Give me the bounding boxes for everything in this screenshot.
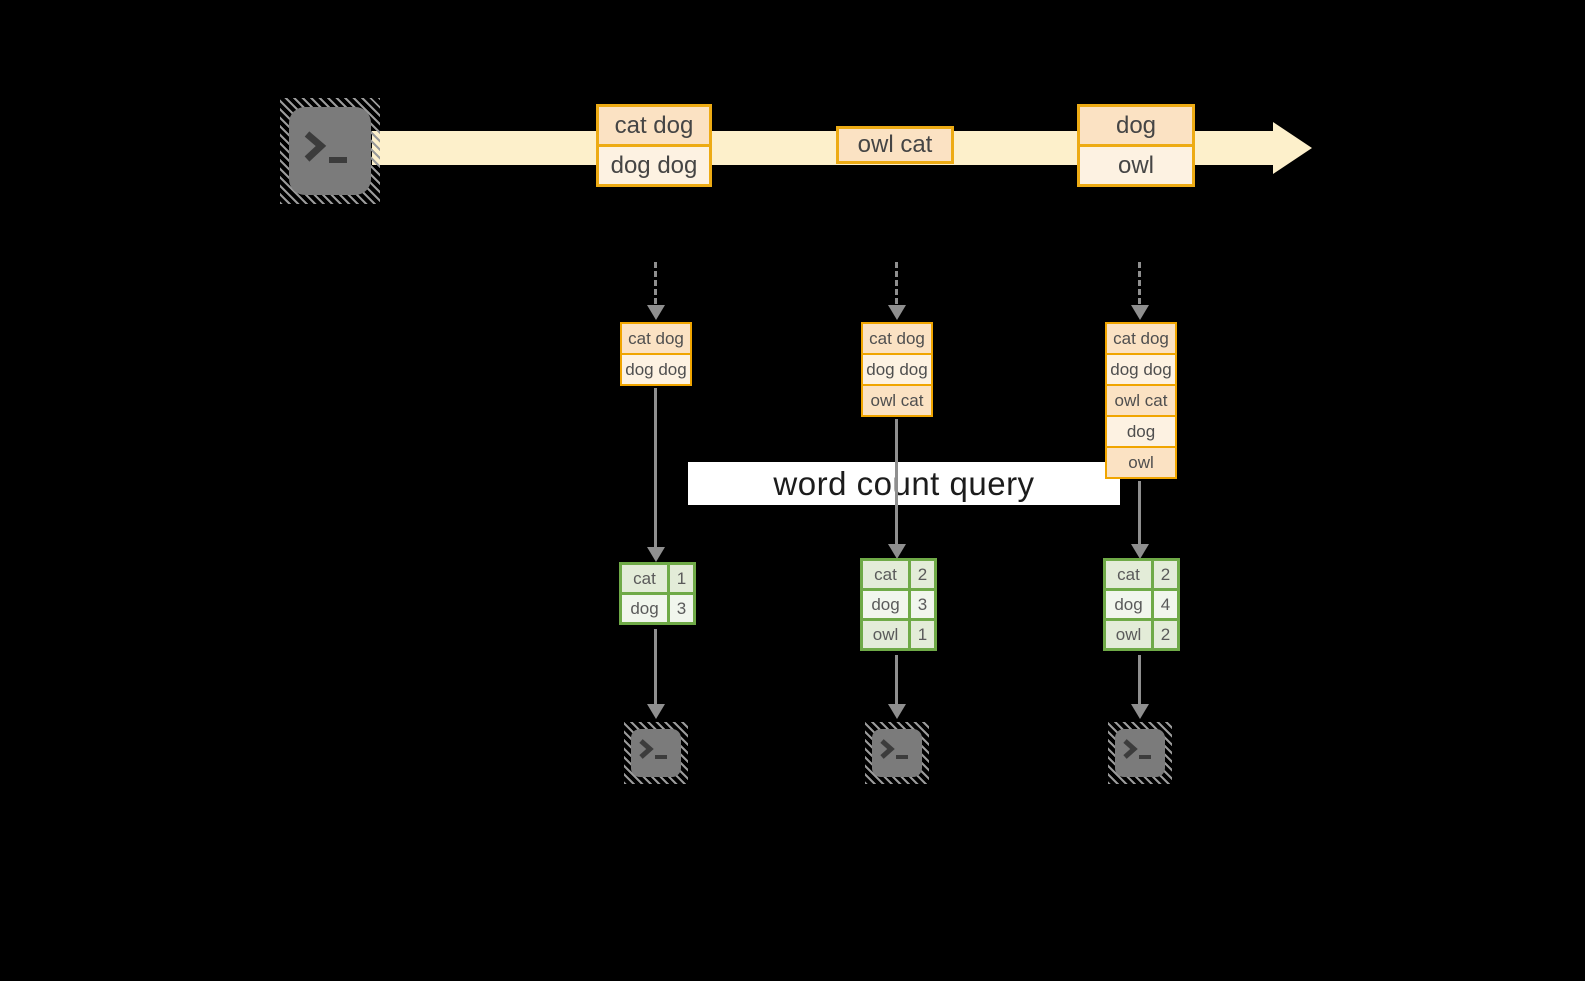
table-count-cell: 1: [670, 565, 693, 592]
dashed-down-arrow: [895, 262, 898, 304]
dashed-down-arrow: [654, 262, 657, 304]
terminal-body: [872, 729, 922, 777]
down-arrow: [895, 419, 898, 545]
event-row: owl cat: [839, 129, 951, 161]
stack-row: cat dog: [622, 324, 690, 353]
query-banner-label: word count query: [773, 464, 1035, 502]
dashed-down-arrow: [1138, 262, 1141, 304]
stack-row: owl: [1107, 448, 1175, 477]
table-word-cell: dog: [1106, 591, 1151, 618]
event-box-3: dog owl: [1077, 104, 1195, 187]
table-word-cell: cat: [1106, 561, 1151, 588]
table-word-cell: cat: [622, 565, 667, 592]
terminal-body: [1115, 729, 1165, 777]
table-word-cell: owl: [1106, 621, 1151, 648]
arrowhead-icon: [647, 547, 665, 562]
sink-terminal-icon-1: [624, 722, 688, 784]
table-count-cell: 2: [1154, 621, 1177, 648]
down-arrow: [654, 388, 657, 548]
terminal-body: [289, 107, 371, 195]
event-box-2: owl cat: [836, 126, 954, 164]
down-arrow: [1138, 481, 1141, 545]
table-word-cell: cat: [863, 561, 908, 588]
terminal-prompt-icon: [304, 131, 347, 163]
source-terminal-icon: [280, 98, 380, 204]
arrowhead-icon: [888, 305, 906, 320]
down-arrow: [654, 629, 657, 705]
stack-row: owl cat: [863, 386, 931, 415]
query-banner: word count query: [688, 462, 1120, 505]
stack-row: dog dog: [863, 355, 931, 384]
stack-row: dog dog: [622, 355, 690, 384]
sink-terminal-icon-2: [865, 722, 929, 784]
terminal-prompt-icon: [1123, 739, 1151, 759]
micro-batch-stack-1: cat dog dog dog: [620, 322, 692, 386]
table-count-cell: 3: [911, 591, 934, 618]
table-count-cell: 4: [1154, 591, 1177, 618]
stack-row: cat dog: [863, 324, 931, 353]
stack-row: cat dog: [1107, 324, 1175, 353]
down-arrow: [1138, 655, 1141, 705]
down-arrow: [895, 655, 898, 705]
terminal-prompt-icon: [639, 739, 667, 759]
arrowhead-icon: [1131, 305, 1149, 320]
arrowhead-icon: [1131, 704, 1149, 719]
stack-row: dog: [1107, 417, 1175, 446]
arrowhead-icon: [647, 305, 665, 320]
arrowhead-icon: [1131, 544, 1149, 559]
word-count-table-1: cat 1 dog 3: [619, 562, 696, 625]
word-count-table-3: cat 2 dog 4 owl 2: [1103, 558, 1180, 651]
micro-batch-stack-3: cat dog dog dog owl cat dog owl: [1105, 322, 1177, 479]
event-row: owl: [1080, 144, 1192, 184]
arrowhead-icon: [888, 704, 906, 719]
stream-timeline-arrowhead-icon: [1273, 122, 1312, 174]
arrowhead-icon: [888, 544, 906, 559]
event-row: cat dog: [599, 107, 709, 144]
sink-terminal-icon-3: [1108, 722, 1172, 784]
arrowhead-icon: [647, 704, 665, 719]
word-count-table-2: cat 2 dog 3 owl 1: [860, 558, 937, 651]
event-row: dog: [1080, 107, 1192, 144]
micro-batch-stack-2: cat dog dog dog owl cat: [861, 322, 933, 417]
terminal-prompt-icon: [880, 739, 908, 759]
table-word-cell: owl: [863, 621, 908, 648]
table-count-cell: 2: [1154, 561, 1177, 588]
event-row: dog dog: [599, 144, 709, 184]
terminal-body: [631, 729, 681, 777]
table-count-cell: 2: [911, 561, 934, 588]
table-word-cell: dog: [622, 595, 667, 622]
event-box-1: cat dog dog dog: [596, 104, 712, 187]
table-count-cell: 1: [911, 621, 934, 648]
table-count-cell: 3: [670, 595, 693, 622]
stack-row: dog dog: [1107, 355, 1175, 384]
table-word-cell: dog: [863, 591, 908, 618]
stack-row: owl cat: [1107, 386, 1175, 415]
